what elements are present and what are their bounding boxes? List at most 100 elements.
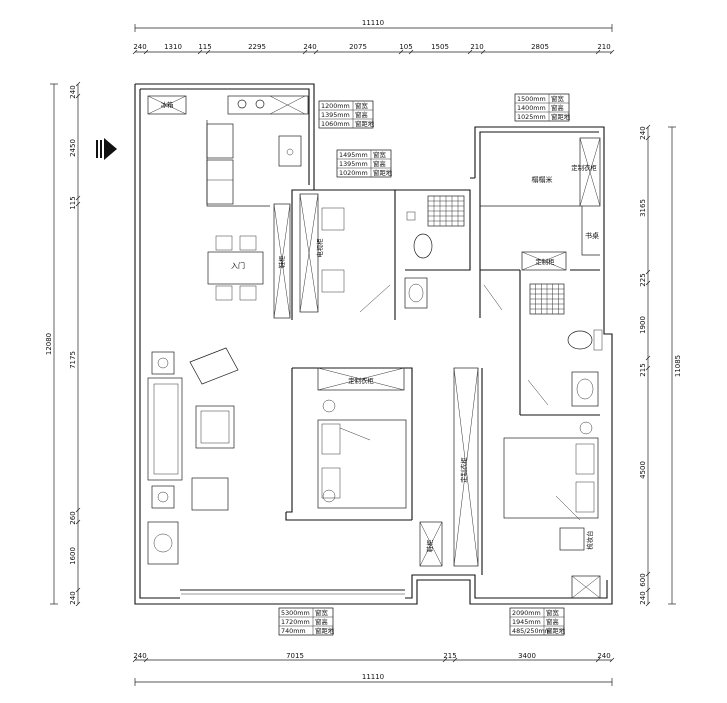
window-table-value: 1395mm [321,111,350,119]
vanity-label: 梳妆台 [585,530,594,549]
custom-cabinet-small-label: 定制柜 [535,257,555,266]
entry-arrow-icon [96,138,117,160]
svg-text:1600: 1600 [69,547,77,565]
window-table-value: 485/250mm [512,627,551,635]
svg-text:240: 240 [639,591,647,604]
bottom-seg-2: 215 [443,652,456,660]
washer [147,521,179,565]
svg-text:2450: 2450 [69,139,77,157]
window-table-key: 窗宽 [546,608,559,617]
custom-wardrobe-study-label: 定制衣柜 [571,163,597,172]
bottom-segment-dimensions: 240 7015 215 3400 240 [132,652,615,663]
window-table-value: 5300mm [281,609,310,617]
svg-text:4500: 4500 [639,461,647,479]
svg-text:115: 115 [69,196,77,209]
top-seg-2: 115 [198,43,211,51]
top-seg-5: 2075 [349,43,367,51]
svg-text:215: 215 [639,363,647,376]
bathroom-2 [519,270,603,416]
window-table-value: 1495mm [339,151,368,159]
entrance-cabinet-label: 鞋柜 [277,255,286,268]
svg-text:260: 260 [69,511,77,524]
sofa [147,377,183,481]
study-desk-label: 书桌 [585,231,599,240]
svg-text:240: 240 [69,591,77,604]
bathroom-1 [395,189,471,309]
window-table-key: 窗距地 [373,168,393,177]
window-table-key: 窗高 [355,110,368,119]
window-table-key: 窗距地 [315,626,335,635]
tv-cabinet-label: 电视柜 [315,238,324,258]
window-table-value: 1020mm [339,169,368,177]
left-overall-dimension: 12080 [45,83,58,605]
window-table-key: 窗宽 [551,94,564,103]
window-table-key: 窗距地 [546,626,566,635]
top-overall-dimension: 11110 [134,19,613,32]
window-table: 1200mm 窗宽 1395mm 窗高 1060mm 窗距地 [318,100,375,129]
bedroom-2: 定制衣柜 鞋柜 [285,367,443,567]
window-table-value: 1060mm [321,120,350,128]
top-seg-9: 2805 [531,43,549,51]
bed [317,419,407,509]
entry-label: 入门 [231,261,245,270]
bottom-overall-label: 11110 [362,673,384,681]
window-table-value: 2090mm [512,609,541,617]
top-seg-7: 1505 [431,43,449,51]
window-table-value: 1500mm [517,95,546,103]
top-seg-6: 105 [399,43,412,51]
study-room: 定制衣柜 榻榻米 书桌 定制柜 [480,137,601,311]
window-table-value: 1395mm [339,160,368,168]
living-room [147,347,405,595]
svg-text:1900: 1900 [639,316,647,334]
window-table-value: 740mm [281,627,306,635]
svg-text:3165: 3165 [639,199,647,217]
fridge-label: 冰箱 [161,100,174,109]
balcony-cabinet-label: 鞋柜 [425,539,434,552]
top-seg-0: 240 [133,43,146,51]
custom-wardrobe-tall-label: 定制衣柜 [459,457,468,483]
svg-text:240: 240 [639,126,647,139]
right-segment-dimensions: 240 3165 225 1900 215 4500 600 240 [639,124,651,607]
tatami-label: 榻榻米 [532,175,553,184]
bottom-seg-0: 240 [133,652,146,660]
window-table-key: 窗高 [546,617,559,626]
svg-text:225: 225 [639,273,647,286]
window-table-key: 窗宽 [355,101,368,110]
window-table-key: 窗距地 [355,119,375,128]
window-table-key: 窗高 [551,103,564,112]
left-overall-label: 12080 [45,333,53,355]
window-table-value: 1720mm [281,618,310,626]
window-table-key: 窗高 [373,159,386,168]
dining-table [207,251,264,285]
window-table-value: 1200mm [321,102,350,110]
top-seg-4: 240 [303,43,316,51]
top-seg-3: 2295 [248,43,266,51]
bottom-seg-4: 240 [597,652,610,660]
top-seg-8: 210 [470,43,483,51]
toilet-icon [567,330,593,350]
stove-burner-icon [255,99,265,109]
top-segment-dimensions: 240 1310 115 2295 240 2075 105 1505 210 … [132,43,615,55]
toilet-icon [413,233,433,259]
right-overall-label: 11085 [674,355,682,377]
window-table-value: 1400mm [517,104,546,112]
bottom-overall-dimension: 11110 [134,673,613,686]
svg-text:600: 600 [639,573,647,586]
kitchen-sink-icon [278,135,302,167]
kitchen: 冰箱 [147,95,309,207]
washbasin-icon [571,371,599,407]
window-table-value: 1945mm [512,618,541,626]
bottom-seg-3: 3400 [518,652,536,660]
left-segment-dimensions: 240 2450 115 7175 260 1600 240 [69,81,81,607]
right-overall-dimension: 11085 [668,126,682,605]
master-bed [503,437,599,519]
window-table-key: 窗高 [315,617,328,626]
stove-burner-icon [237,99,247,109]
window-table-value: 1025mm [517,113,546,121]
top-seg-1: 1310 [164,43,182,51]
